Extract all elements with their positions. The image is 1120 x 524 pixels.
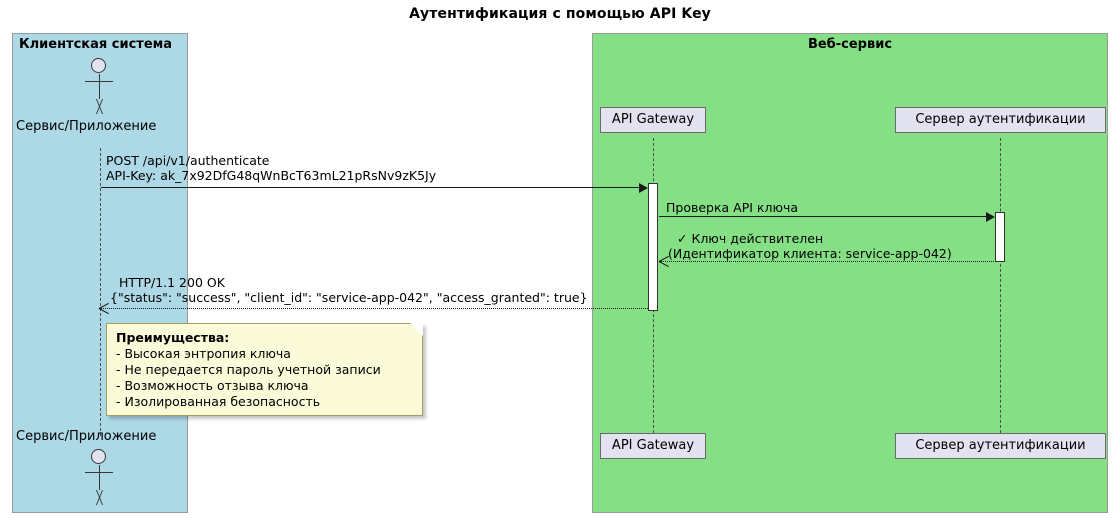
message-label-valid-line1: ✓ Ключ действителен [677, 231, 824, 246]
actor-body-icon [99, 74, 100, 99]
message-arrowhead-valid [659, 256, 669, 266]
page-title: Аутентификация с помощью API Key [409, 6, 711, 22]
message-arrowhead-response [99, 303, 109, 313]
message-label-verify: Проверка API ключа [666, 200, 799, 215]
participant-label-actor-bottom: Сервис/Приложение [16, 429, 157, 444]
note-item: - Высокая энтропия ключа [116, 346, 291, 361]
message-arrowhead-verify [986, 212, 995, 222]
message-arrowhead-request [639, 183, 648, 193]
message-label-response-line2: {"status": "success", "client_id": "serv… [110, 290, 588, 305]
activation-bar-auth [995, 212, 1005, 262]
message-arrow-verify [659, 216, 986, 217]
actor-head-icon [91, 58, 106, 73]
message-arrow-valid [660, 261, 994, 262]
group-title-service: Веб-сервис [807, 37, 893, 52]
group-title-client: Клиентская система [19, 37, 173, 52]
note-item: - Изолированная безопасность [116, 394, 321, 409]
lifeline-actor [100, 148, 101, 436]
note-item: - Не передается пароль учетной записи [116, 362, 381, 377]
lifeline-auth [1000, 138, 1001, 433]
message-arrow-response [101, 308, 648, 309]
activation-bar-gateway [648, 183, 658, 311]
participant-label-actor-top: Сервис/Приложение [16, 119, 157, 134]
actor-body-icon [99, 465, 100, 490]
participant-auth-server-bottom[interactable]: Сервер аутентификации [895, 433, 1106, 459]
actor-head-icon [91, 449, 106, 464]
note-fold-corner-icon [410, 323, 423, 336]
participant-api-gateway-top[interactable]: API Gateway [600, 107, 706, 133]
message-label-response-line1: HTTP/1.1 200 OK [119, 275, 225, 290]
participant-api-gateway-bottom[interactable]: API Gateway [600, 433, 706, 459]
note-title: Преимущества: [116, 330, 230, 345]
message-label-request-line1: POST /api/v1/authenticate [106, 153, 270, 168]
participant-auth-server-top[interactable]: Сервер аутентификации [895, 107, 1106, 133]
message-label-request-line2: API-Key: ak_7x92DfG48qWnBcT63mL21pRsNv9z… [106, 168, 437, 183]
message-label-valid-line2: (Идентификатор клиента: service-app-042) [668, 246, 952, 261]
note-item: - Возможность отзыва ключа [116, 378, 309, 393]
message-arrow-request [101, 187, 641, 188]
note-advantages: Преимущества: - Высокая энтропия ключа -… [106, 323, 423, 416]
